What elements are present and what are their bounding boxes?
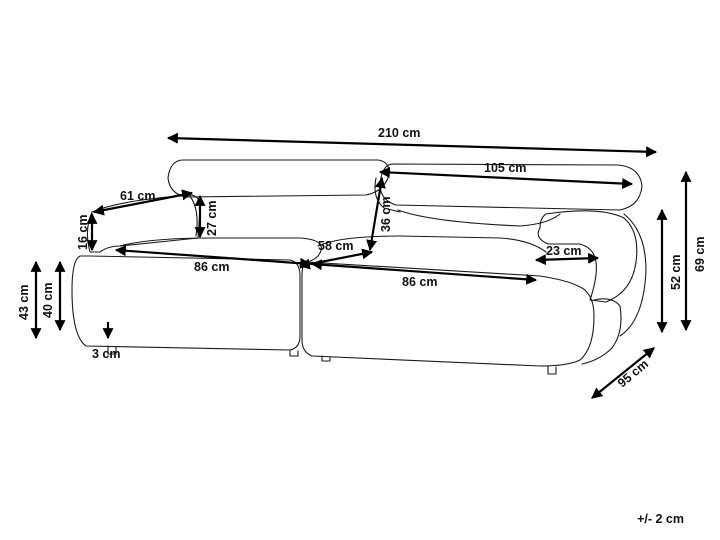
left-back-cushion	[167, 159, 390, 198]
label-armrest-total-height: 52 cm	[669, 255, 683, 290]
label-seat-height: 40 cm	[41, 283, 55, 318]
arrow-seat-width-right	[310, 259, 538, 285]
label-armrest-height: 16 cm	[76, 215, 90, 250]
label-total-depth: 95 cm	[615, 357, 651, 391]
right-armrest	[537, 210, 638, 303]
right-seat-top	[317, 235, 547, 253]
label-backrest-width: 105 cm	[484, 161, 526, 175]
left-armrest	[86, 194, 201, 253]
dimension-labels: 210 cm 105 cm 61 cm 16 cm 27 cm 36 cm 58…	[17, 126, 707, 390]
right-back-band	[397, 209, 561, 227]
foot-center-right	[321, 355, 331, 362]
label-armrest-depth: 61 cm	[120, 189, 155, 203]
label-seat-width-left: 86 cm	[194, 260, 229, 274]
right-base	[301, 261, 595, 367]
arrow-backrest-width	[378, 166, 634, 190]
arrow-back-height	[366, 176, 386, 252]
arrow-armrest-width	[534, 252, 600, 266]
label-total-height: 69 cm	[693, 237, 707, 272]
arrow-armrest-depth	[92, 189, 194, 216]
foot-right	[547, 365, 557, 375]
label-total-width: 210 cm	[378, 126, 420, 140]
label-backrest-cushion-height: 27 cm	[205, 201, 219, 236]
label-seat-height-total: 43 cm	[17, 285, 31, 320]
right-armrest-back	[619, 213, 647, 337]
arrow-total-depth	[591, 347, 655, 399]
tolerance-note: +/- 2 cm	[637, 512, 684, 526]
foot-center-left	[289, 349, 299, 357]
label-back-height: 36 cm	[379, 197, 393, 232]
left-base	[71, 255, 301, 351]
label-seat-width-right: 86 cm	[402, 275, 437, 289]
left-armrest-edge	[189, 195, 198, 237]
label-seat-depth: 58 cm	[318, 239, 353, 253]
foot-left	[107, 345, 117, 355]
dimension-arrows	[30, 132, 692, 399]
arrow-total-width	[166, 132, 658, 158]
label-armrest-width: 23 cm	[546, 244, 581, 258]
label-leg-height: 3 cm	[92, 347, 121, 361]
right-base-side	[581, 298, 622, 365]
arrow-seat-width-left	[114, 245, 312, 269]
